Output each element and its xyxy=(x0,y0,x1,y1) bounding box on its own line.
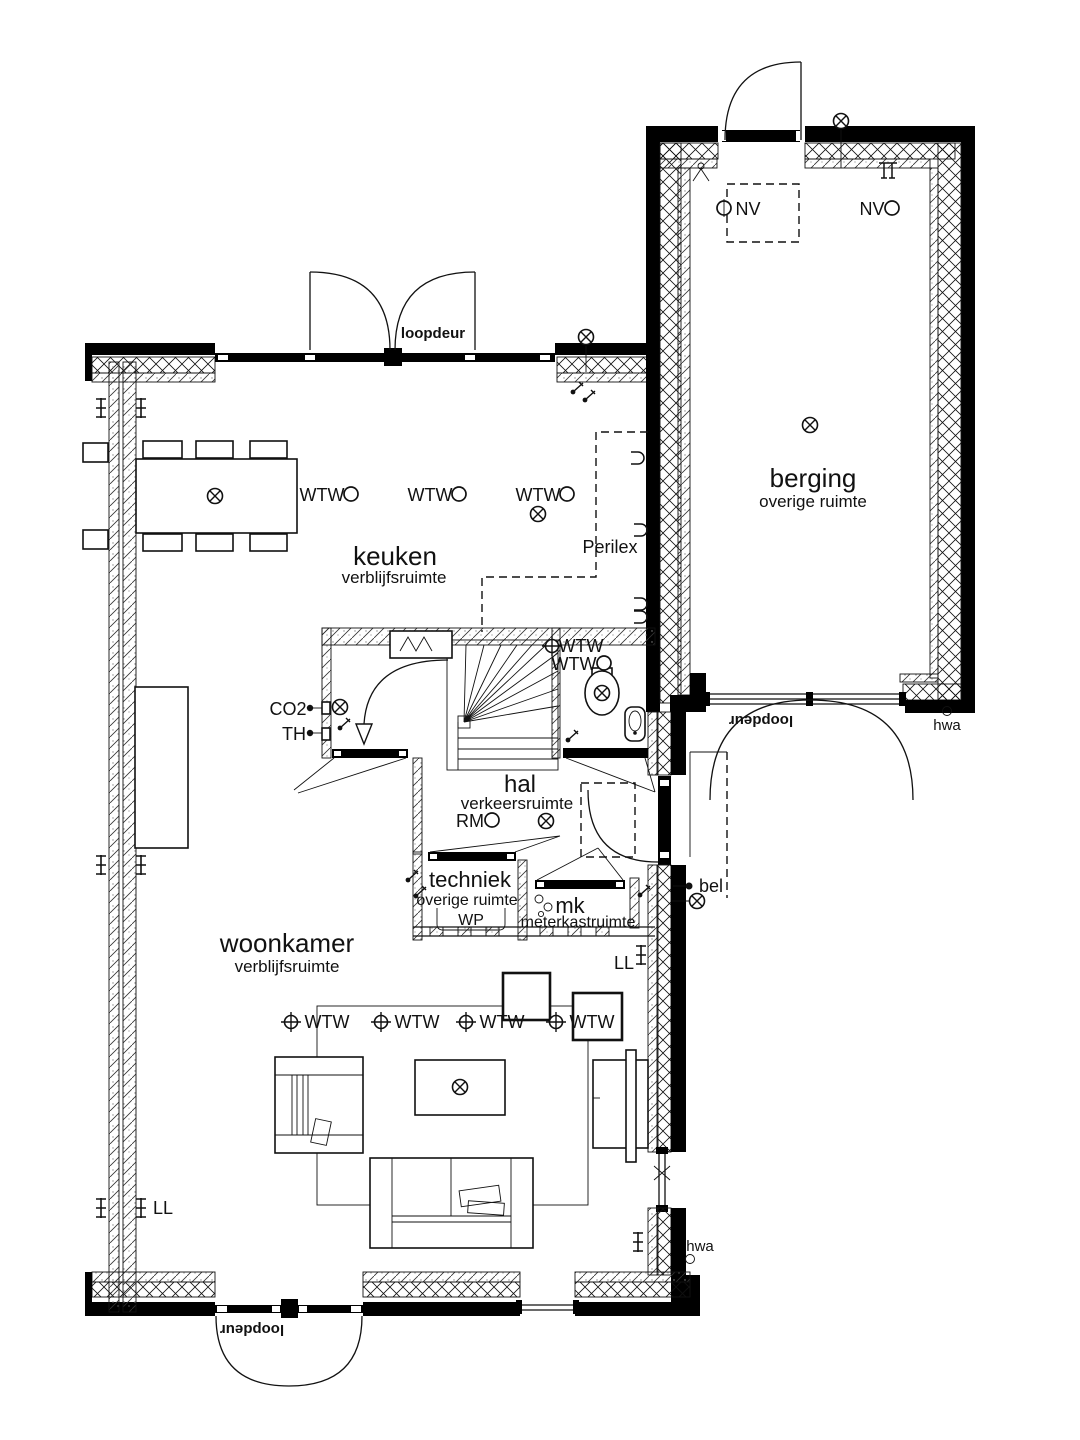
hwa-label: hwa xyxy=(933,717,961,734)
ceiling-light-icon xyxy=(331,698,349,716)
room-type-keuken: verblijfsruimte xyxy=(342,568,447,587)
wtw-valve-icon xyxy=(455,1011,477,1033)
wtw-label: WTW xyxy=(395,1012,440,1032)
rm-label: RM xyxy=(456,811,484,831)
co2-label: CO2 xyxy=(269,699,306,719)
hwa-drain-icon xyxy=(685,1254,695,1264)
kitchen-counter-outline xyxy=(481,431,648,632)
switch-icon xyxy=(336,717,351,732)
wtw-label: WTW xyxy=(570,1012,615,1032)
switch-icon xyxy=(564,729,579,744)
hand-basin xyxy=(624,706,646,742)
wp-label: WP xyxy=(458,912,484,929)
electrical-symbols xyxy=(95,112,952,1264)
entrance-mat xyxy=(580,782,636,858)
text-labels: loopdeur NV NV berging overige ruimte WT… xyxy=(153,199,961,1338)
hook-icon xyxy=(692,162,710,182)
wtw-label: WTW xyxy=(408,485,453,505)
socket-icon xyxy=(630,451,645,465)
wtw-label: WTW xyxy=(480,1012,525,1032)
wtw-valve-icon xyxy=(559,486,575,502)
dining-table xyxy=(135,458,298,534)
side-table xyxy=(501,971,552,1022)
loopdeur-label: loopdeur xyxy=(729,712,793,729)
hwa-drain-icon xyxy=(942,706,952,716)
wtw-label: WTW xyxy=(516,485,561,505)
wtw-label: WTW xyxy=(300,485,345,505)
ceiling-light-icon xyxy=(801,416,819,434)
radiator-icon xyxy=(635,944,647,966)
room-type-berging: overige ruimte xyxy=(759,492,867,511)
room-name-woonkamer: woonkamer xyxy=(219,928,355,958)
bookcase xyxy=(274,1056,364,1154)
wall-light-icon xyxy=(832,112,850,130)
ceiling-light-icon xyxy=(451,1078,469,1096)
radiator-icon xyxy=(632,1231,644,1253)
rm-detector-icon xyxy=(484,812,500,828)
perilex-label: Perilex xyxy=(582,537,637,557)
socket-icon xyxy=(633,523,648,537)
furniture xyxy=(82,440,649,1249)
wtw-valve-icon xyxy=(343,486,359,502)
nv-label: NV xyxy=(735,199,760,219)
exterior-walls xyxy=(85,126,975,1318)
door-swings xyxy=(215,61,914,1387)
doorbell-icon xyxy=(685,882,693,890)
ceiling-light-icon xyxy=(529,505,547,523)
tall-cabinet xyxy=(134,686,189,849)
room-type-mk: meterkastruimte xyxy=(521,914,636,931)
wtw-valve-icon xyxy=(596,655,612,671)
dashed-outlines xyxy=(481,183,800,898)
nv-label: NV xyxy=(859,199,884,219)
tv-unit xyxy=(592,1049,649,1163)
bel-label: bel xyxy=(699,876,723,896)
th-label: TH xyxy=(282,724,306,744)
side-table xyxy=(571,991,624,1042)
ll-label: LL xyxy=(614,953,634,973)
wtw-valve-icon xyxy=(451,486,467,502)
room-type-hal: verkeersruimte xyxy=(461,794,573,813)
room-name-keuken: keuken xyxy=(353,541,437,571)
room-type-woonkamer: verblijfsruimte xyxy=(235,957,340,976)
wtw-label: WTW xyxy=(552,654,597,674)
wall-light-icon xyxy=(577,328,595,346)
winder-staircase xyxy=(354,630,559,771)
room-name-berging: berging xyxy=(770,463,857,493)
ceiling-light-icon xyxy=(537,812,555,830)
socket-icon xyxy=(633,610,648,624)
loopdeur-label: loopdeur xyxy=(220,1321,284,1338)
switch-icon xyxy=(569,381,584,396)
wtw-label: WTW xyxy=(305,1012,350,1032)
room-name-hal: hal xyxy=(504,771,536,798)
room-name-mk: mk xyxy=(555,893,585,918)
ll-label: LL xyxy=(153,1198,173,1218)
sofa xyxy=(369,1157,534,1249)
hwa-label: hwa xyxy=(686,1238,714,1255)
wtw-valve-icon xyxy=(370,1011,392,1033)
socket-icon xyxy=(633,597,648,611)
nv-vent-icon xyxy=(884,200,900,216)
wtw-label: WTW xyxy=(559,636,604,656)
loopdeur-label: loopdeur xyxy=(401,325,465,342)
room-name-techniek: techniek xyxy=(429,867,512,892)
toilet-fixtures xyxy=(584,667,646,742)
ceiling-light-icon xyxy=(206,487,224,505)
switch-icon xyxy=(581,389,596,404)
room-type-techniek: overige ruimte xyxy=(416,892,517,909)
wtw-valve-icon xyxy=(280,1011,302,1033)
